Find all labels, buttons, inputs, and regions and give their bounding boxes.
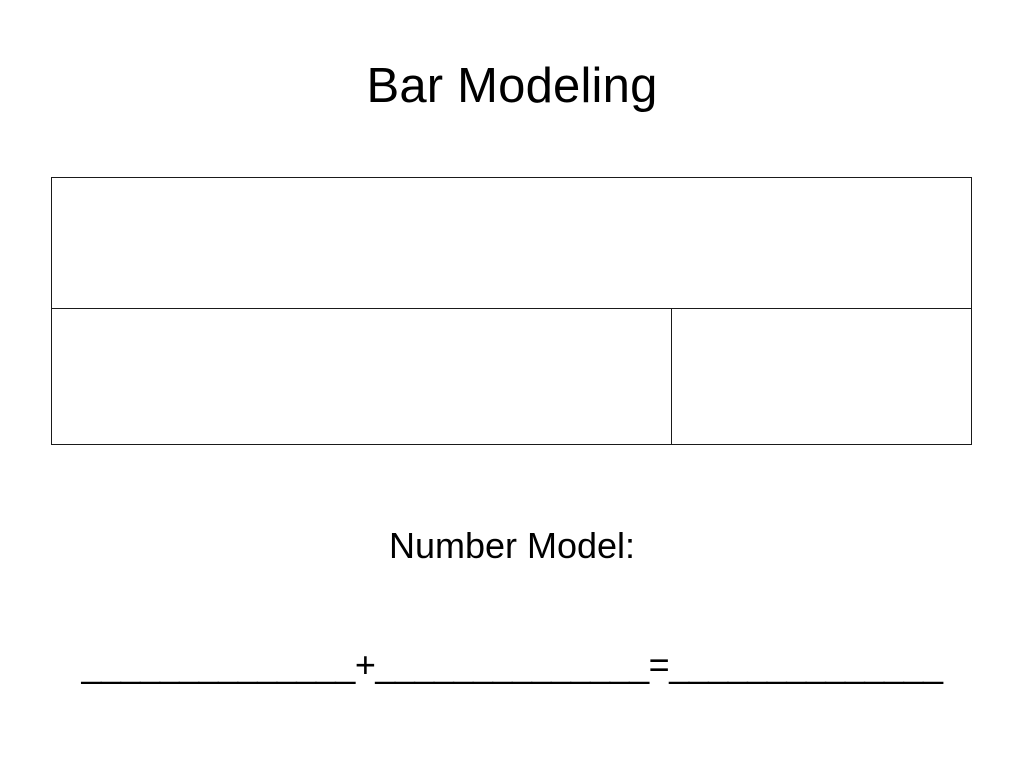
whole-bar-label bbox=[52, 178, 971, 308]
part-bar-left-label bbox=[52, 309, 671, 444]
part-bars-row bbox=[51, 308, 972, 445]
whole-bar[interactable] bbox=[51, 177, 972, 309]
equation-equals-operator: = bbox=[648, 644, 670, 685]
equation-plus-operator: + bbox=[354, 644, 376, 685]
part-bar-left[interactable] bbox=[52, 309, 672, 444]
bar-model-diagram bbox=[51, 177, 972, 445]
equation-blank-3[interactable]: ______________ bbox=[669, 644, 943, 685]
part-bar-right[interactable] bbox=[672, 309, 971, 444]
equation-blank-1[interactable]: ______________ bbox=[81, 644, 356, 685]
number-model-label: Number Model: bbox=[388, 525, 636, 566]
page-title: Bar Modeling bbox=[366, 59, 658, 113]
number-model-equation: ______________+______________=__________… bbox=[0, 643, 1024, 686]
equation-blank-2[interactable]: ______________ bbox=[375, 644, 649, 685]
part-bar-right-label bbox=[672, 309, 971, 444]
